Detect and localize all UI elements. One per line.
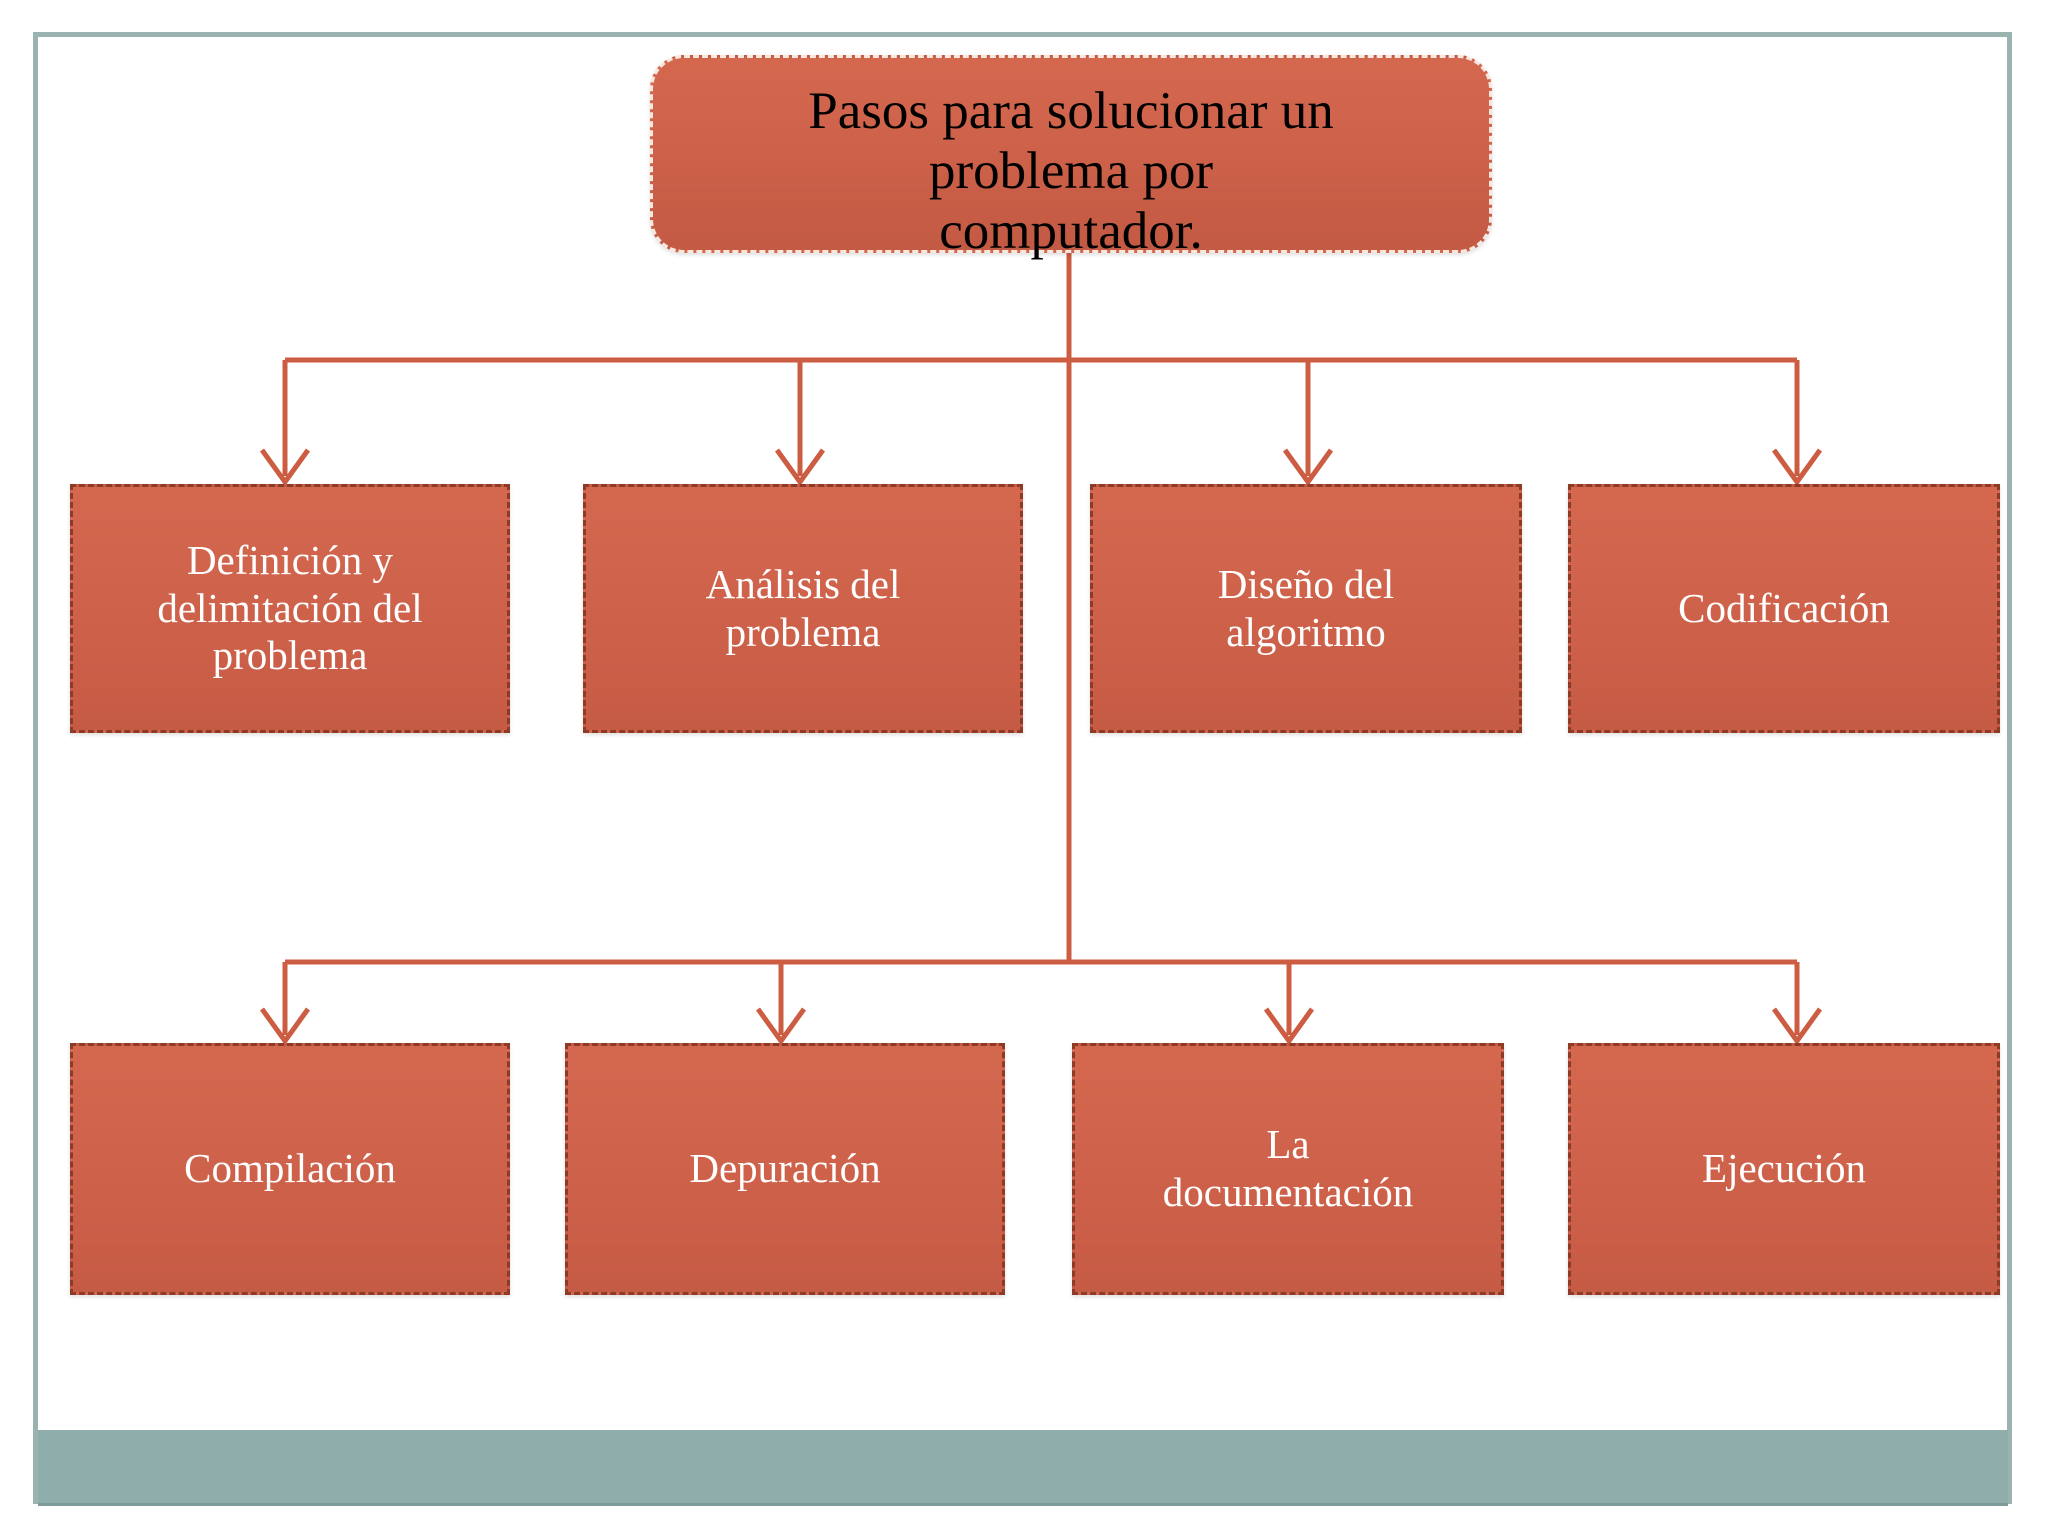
step-label: Diseño del algoritmo xyxy=(1217,560,1395,655)
step-node-ejecucion[interactable]: Ejecución xyxy=(1568,1043,2000,1295)
step-node-compilacion[interactable]: Compilación xyxy=(70,1043,510,1295)
step-label: Definición y delimitación del problema xyxy=(157,536,423,679)
step-node-diseno[interactable]: Diseño del algoritmo xyxy=(1090,484,1522,733)
step-node-documentacion[interactable]: La documentación xyxy=(1072,1043,1504,1295)
step-label: Codificación xyxy=(1678,584,1890,631)
step-label: Compilación xyxy=(184,1145,396,1192)
step-node-analisis[interactable]: Análisis del problema xyxy=(583,484,1023,733)
title-node[interactable] xyxy=(650,55,1492,253)
footer-band xyxy=(38,1430,2008,1506)
step-label: Depuración xyxy=(689,1145,881,1192)
title-label: Pasos para solucionar un problema por co… xyxy=(808,82,1334,260)
step-label: Ejecución xyxy=(1702,1145,1866,1192)
step-label: Análisis del problema xyxy=(705,560,901,655)
step-label: La documentación xyxy=(1162,1121,1414,1215)
step-node-depuracion[interactable]: Depuración xyxy=(565,1043,1005,1295)
step-node-codificacion[interactable]: Codificación xyxy=(1568,484,2000,733)
step-node-definicion[interactable]: Definición y delimitación del problema xyxy=(70,484,510,733)
